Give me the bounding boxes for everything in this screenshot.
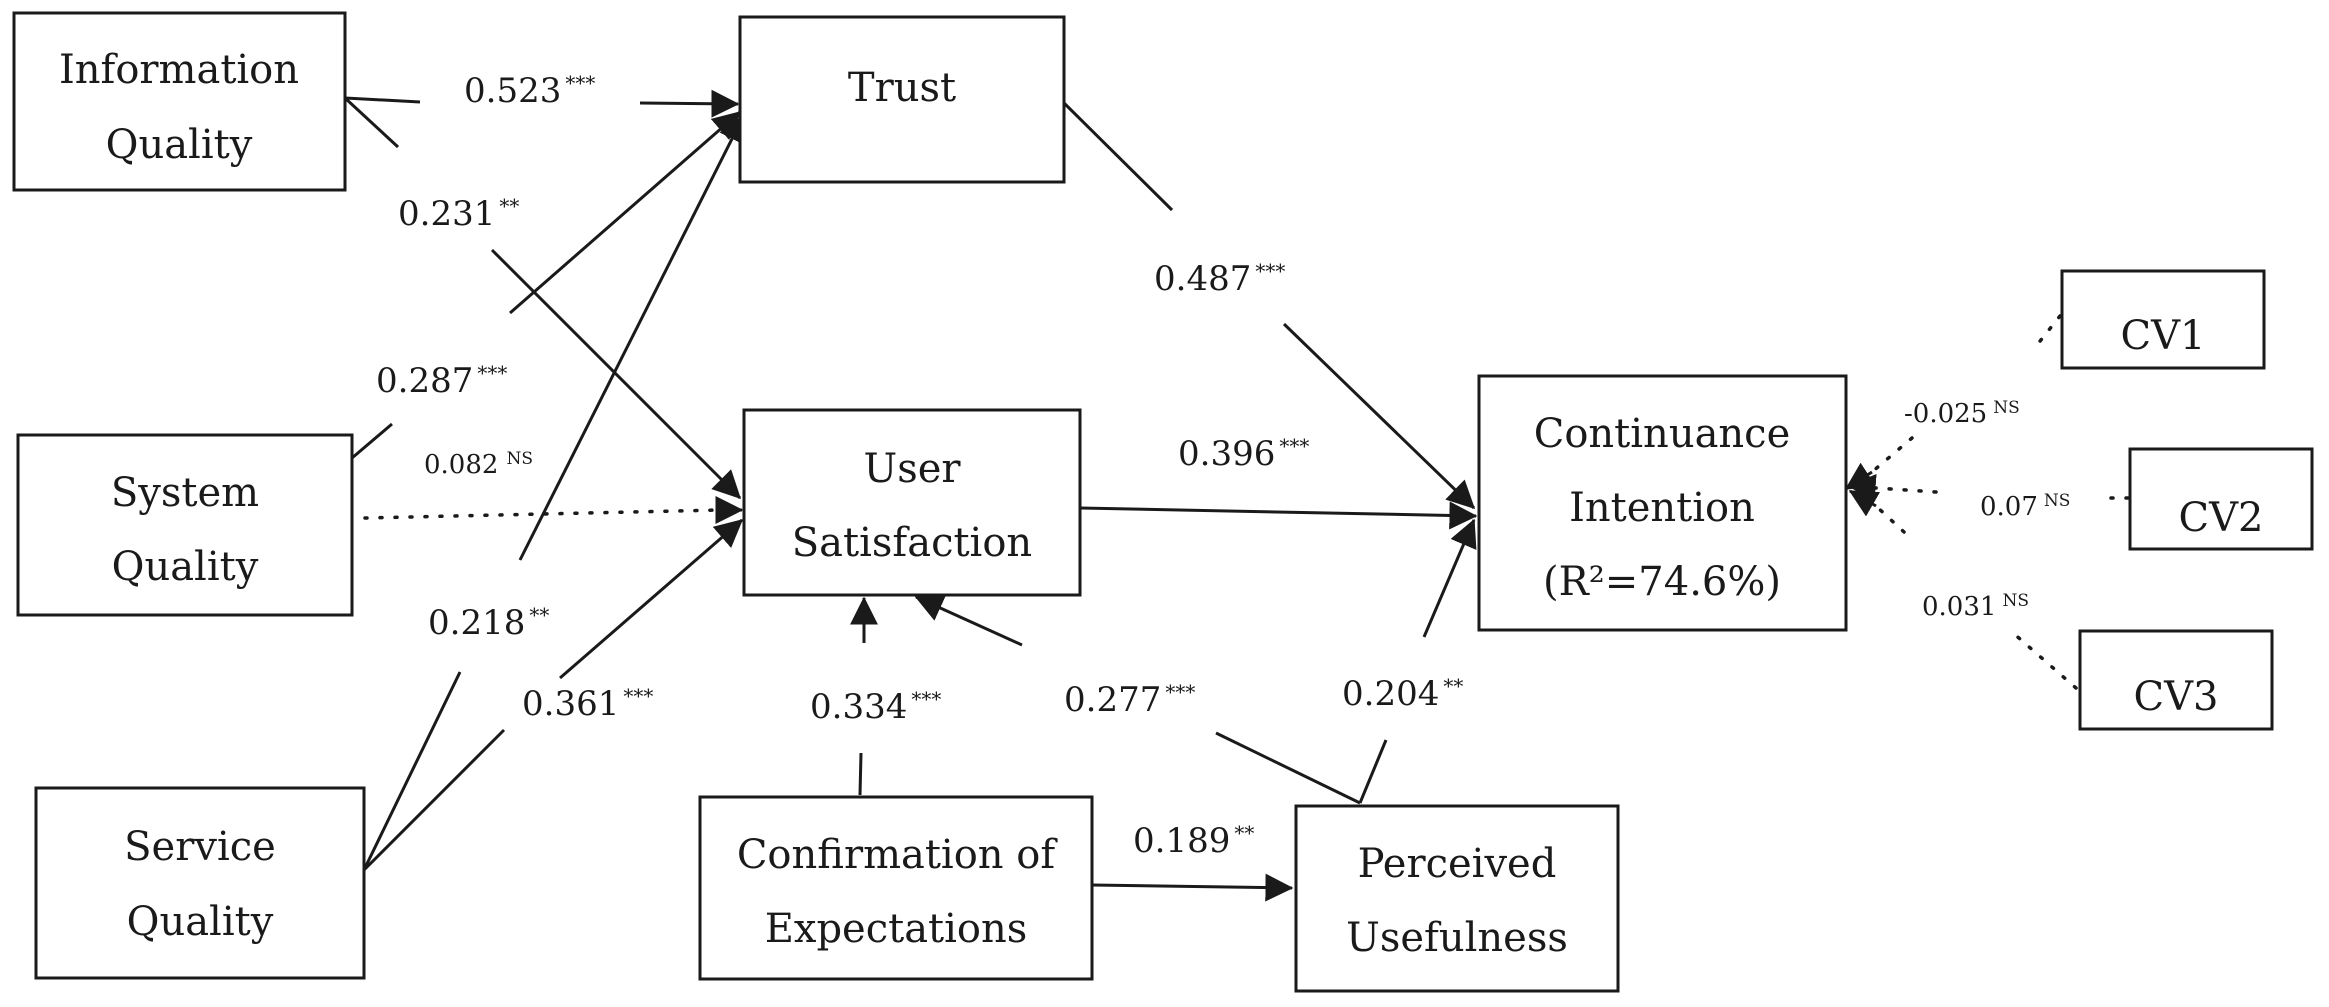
node-service-quality: Service Quality — [34, 786, 366, 980]
node-label: CV2 — [2179, 495, 2264, 541]
node-user-satisfaction: User Satisfaction — [742, 408, 1082, 597]
edge-us-ci — [1079, 501, 1478, 530]
coef-iq-trust: 0.523*** — [464, 71, 595, 111]
node-label: CV3 — [2134, 674, 2219, 720]
node-system-quality: System Quality — [16, 433, 354, 617]
node-label: Usefulness — [1346, 915, 1568, 961]
coef-ce-pu: 0.189** — [1133, 821, 1254, 861]
node-label: Continuance — [1534, 411, 1791, 457]
node-label: (R²=74.6%) — [1543, 559, 1781, 605]
edge-trust-ci — [1062, 101, 1476, 510]
node-label: System — [111, 470, 259, 516]
node-cv3: CV3 — [2078, 629, 2274, 731]
edge-sq-us — [363, 496, 744, 524]
coef-pu-ci: 0.204** — [1342, 674, 1463, 714]
coef-us-ci: 0.396*** — [1178, 434, 1309, 474]
edge-svq-us — [362, 518, 744, 872]
edge-cv3-ci — [1848, 489, 2078, 690]
coef-svq-trust: 0.218** — [428, 603, 549, 643]
node-continuance-intention: Continuance Intention (R²=74.6%) — [1477, 374, 1848, 632]
node-label: Confirmation of — [737, 832, 1059, 878]
edge-pu-us — [914, 595, 1361, 805]
node-label: Trust — [848, 65, 956, 111]
coef-sq-trust: 0.287*** — [376, 361, 507, 401]
node-label: User — [863, 446, 961, 492]
coef-iq-us: 0.231** — [398, 194, 519, 234]
node-label: CV1 — [2121, 313, 2206, 359]
coef-pu-us: 0.277*** — [1064, 680, 1195, 720]
node-confirmation-of-expectations: Confirmation of Expectations — [698, 795, 1094, 981]
edge-cv2-ci — [1847, 474, 2130, 502]
edge-ce-us — [850, 596, 878, 796]
edge-ce-pu — [1091, 873, 1294, 902]
node-label: Intention — [1569, 485, 1755, 531]
node-label: Quality — [106, 122, 253, 168]
coef-trust-ci: 0.487*** — [1154, 259, 1285, 299]
node-label: Quality — [127, 899, 274, 945]
node-label: Satisfaction — [792, 520, 1032, 566]
edge-iq-trust — [344, 89, 740, 118]
edge-svq-trust — [362, 113, 746, 871]
edge-iq-us — [343, 96, 742, 500]
coef-ce-us: 0.334*** — [810, 687, 941, 727]
edge-sq-trust — [351, 110, 742, 460]
node-label: Information — [59, 47, 299, 93]
node-perceived-usefulness: Perceived Usefulness — [1294, 804, 1620, 993]
node-label: Expectations — [765, 906, 1028, 952]
node-cv2: CV2 — [2128, 447, 2314, 551]
edge-pu-ci — [1358, 518, 1477, 804]
node-label: Quality — [112, 544, 259, 590]
node-label: Service — [124, 824, 276, 870]
node-label: Perceived — [1358, 841, 1557, 887]
node-cv1: CV1 — [2060, 269, 2266, 370]
node-trust: Trust — [738, 15, 1066, 184]
node-information-quality: Information Quality — [12, 11, 347, 192]
coef-svq-us: 0.361*** — [522, 684, 653, 724]
